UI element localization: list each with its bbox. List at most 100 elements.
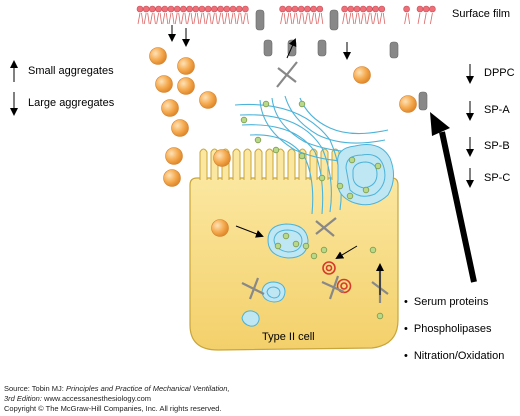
red-lamellar-bodies <box>322 261 352 294</box>
microvillus <box>331 148 340 180</box>
lipid-head <box>211 5 218 13</box>
surface-film <box>136 5 436 25</box>
source-line-1: Source: Tobin MJ: Principles and Practic… <box>4 384 230 393</box>
microvillus <box>243 148 252 180</box>
surfactant-aggregates <box>149 47 417 237</box>
aggregate-ball <box>171 119 189 137</box>
lipid-head <box>310 5 317 13</box>
protein-plug <box>255 9 265 31</box>
lipid-head <box>403 5 410 13</box>
lipid-head <box>422 5 430 13</box>
protein-plug <box>389 41 399 59</box>
microvillus <box>287 148 296 180</box>
protein-plug <box>263 39 273 57</box>
factor-serum-proteins: Serum proteins <box>404 296 489 308</box>
aggregate-ball <box>177 57 195 75</box>
vesicle <box>254 136 262 144</box>
process-arrows <box>168 25 384 295</box>
microvillus <box>254 148 263 180</box>
vesicle <box>318 174 326 182</box>
lipid-head <box>416 5 424 13</box>
surface-proteins <box>255 9 428 111</box>
spb-label: SP-B <box>484 140 510 152</box>
secreted-lamellar-body <box>337 144 394 206</box>
lipid-head <box>429 5 436 13</box>
vesicle <box>348 156 356 164</box>
vesicles <box>240 100 384 320</box>
microvillus <box>265 148 274 180</box>
vesicle <box>262 100 270 108</box>
lipid-head <box>217 5 224 13</box>
type-ii-cell-label: Type II cell <box>262 331 315 343</box>
vesicle <box>302 242 310 250</box>
vesicle <box>274 242 282 250</box>
lipid-head <box>366 5 373 13</box>
lipid-head <box>235 5 243 13</box>
lipid-head <box>186 5 193 13</box>
dppc-label: DPPC <box>484 67 515 79</box>
lipid-head <box>359 5 367 13</box>
lipid-head <box>304 5 311 13</box>
vesicle <box>336 182 344 190</box>
vesicle <box>374 162 382 170</box>
source-line-2: 3rd Edition: www.accessanesthesiology.co… <box>4 394 152 403</box>
vesicle <box>298 100 306 108</box>
factor-phospholipases: Phospholipases <box>404 323 492 335</box>
aggregate-ball <box>163 169 181 187</box>
aggregate-ball <box>353 66 371 84</box>
protein-plug <box>418 91 428 111</box>
lamellar-body-2 <box>261 281 286 303</box>
microvilli <box>199 148 340 180</box>
lamellar-body-1 <box>267 223 309 259</box>
spa-label: SP-A <box>484 104 510 116</box>
lipid-head <box>204 5 212 13</box>
vesicle <box>240 116 248 124</box>
lipid-head <box>180 5 187 13</box>
lipid-head <box>161 5 169 13</box>
vesicle <box>282 232 290 240</box>
lipid-head <box>155 5 162 13</box>
vesicle <box>362 186 370 194</box>
large-aggregates-label: Large aggregates <box>28 97 115 109</box>
aggregate-ball <box>211 219 229 237</box>
microvillus <box>199 148 208 180</box>
microvillus <box>320 148 329 180</box>
vesicle <box>292 240 300 248</box>
small-aggregates-label: Small aggregates <box>28 65 114 77</box>
lipid-head <box>167 5 175 13</box>
type-ii-cell <box>189 148 399 351</box>
vesicle <box>320 246 328 254</box>
vesicle <box>310 252 318 260</box>
surface-film-label: Surface film <box>452 8 511 20</box>
aggregate-ball <box>149 47 167 65</box>
vesicle <box>298 152 306 160</box>
lipid-head <box>229 5 237 13</box>
lipid-head <box>291 5 299 13</box>
lipid-head <box>198 5 206 13</box>
lipid-head <box>316 5 324 13</box>
lipid-head <box>192 5 200 13</box>
vesicle <box>376 312 384 320</box>
lipid-head <box>372 5 379 13</box>
microvillus <box>276 148 285 180</box>
protein-plug <box>317 39 327 57</box>
vesicle <box>272 146 280 154</box>
lipid-head <box>149 5 156 13</box>
lipid-head <box>341 5 348 13</box>
lipid-head <box>173 5 181 13</box>
blocked-arrows <box>241 61 389 303</box>
spc-label: SP-C <box>484 172 511 184</box>
aggregate-ball <box>177 77 195 95</box>
lipid-head <box>242 5 249 13</box>
lipid-head <box>279 5 286 13</box>
microvillus <box>232 148 241 180</box>
large-upward-arrow <box>430 112 477 283</box>
lamellar-body-3 <box>241 310 260 327</box>
lipid-head <box>378 5 386 13</box>
lipid-head <box>353 5 361 13</box>
lipid-head <box>142 5 150 13</box>
protein-plug <box>329 9 339 31</box>
lipid-head <box>297 5 305 13</box>
aggregate-ball <box>213 149 231 167</box>
